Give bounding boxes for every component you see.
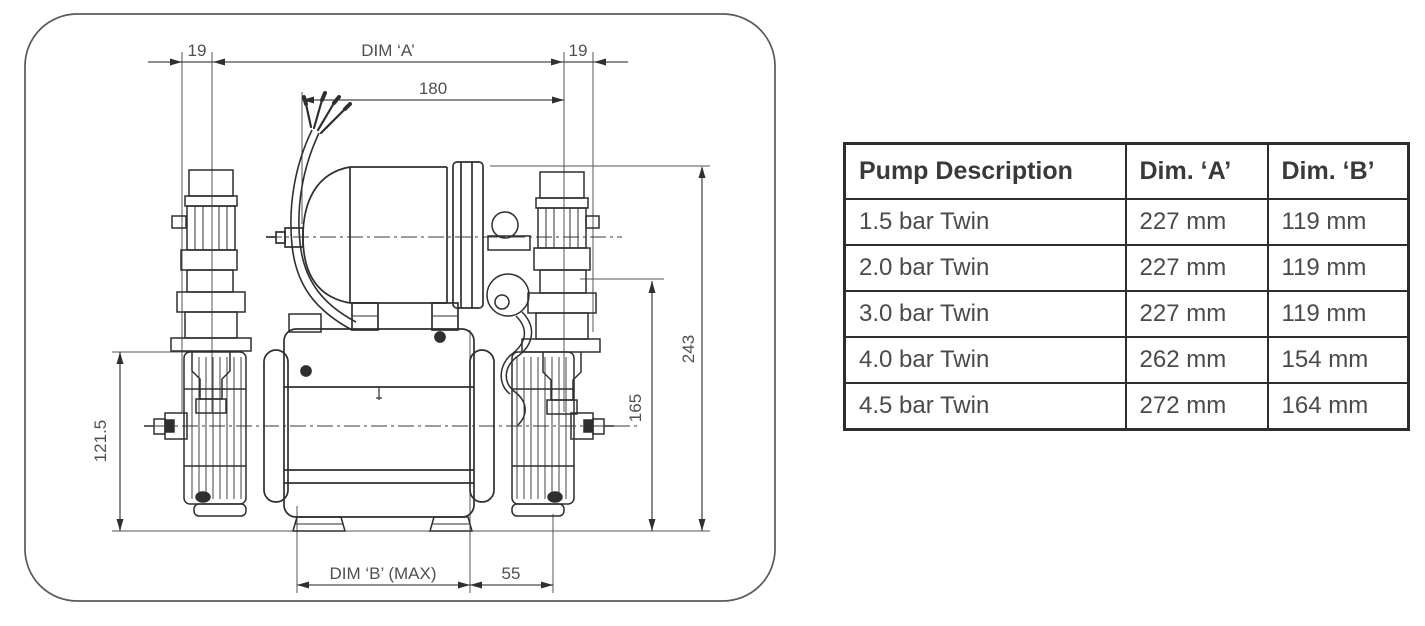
dim-label-inlet-height: 121.5: [91, 420, 110, 463]
right-pump-head: [511, 351, 614, 517]
cell-description: 1.5 bar Twin: [843, 198, 1127, 246]
table-row: 3.0 bar Twin 227 mm 119 mm: [843, 290, 1410, 338]
centre-lines: [155, 236, 638, 427]
cell-dim-a: 262 mm: [1124, 336, 1269, 384]
pump-dimensions-table: Pump Description Dim. ‘A’ Dim. ‘B’ 1.5 b…: [843, 142, 1410, 431]
mounting-feet: [292, 516, 473, 532]
header-dim-b: Dim. ‘B’: [1266, 142, 1410, 200]
dimension-labels: 19 DIM ‘A’ 19 180 243 165 121.5 DIM ‘B’ …: [91, 41, 698, 583]
cell-dim-b: 164 mm: [1266, 382, 1410, 431]
table-row: 4.5 bar Twin 272 mm 164 mm: [843, 382, 1410, 431]
cell-dim-a: 272 mm: [1124, 382, 1269, 431]
pump-technical-drawing: 19 DIM ‘A’ 19 180 243 165 121.5 DIM ‘B’ …: [24, 13, 776, 602]
cell-dim-a: 227 mm: [1124, 244, 1269, 292]
dim-label-outlet-height: 165: [626, 394, 645, 422]
dim-label-left-port-offset: 19: [188, 41, 207, 60]
dim-label-overall-height: 243: [679, 335, 698, 363]
cell-dim-b: 154 mm: [1266, 336, 1410, 384]
dim-label-side-offset: 55: [502, 564, 521, 583]
cell-dim-b: 119 mm: [1266, 198, 1410, 246]
table-row: 2.0 bar Twin 227 mm 119 mm: [843, 244, 1410, 292]
vessel-outline: [266, 161, 484, 331]
cell-description: 4.5 bar Twin: [843, 382, 1127, 431]
cell-dim-a: 227 mm: [1124, 198, 1269, 246]
right-valve-assembly: [486, 171, 601, 426]
left-valve-assembly: [170, 169, 322, 414]
header-pump-description: Pump Description: [843, 142, 1127, 200]
left-pump-head: [144, 351, 247, 517]
table-row: 4.0 bar Twin 262 mm 154 mm: [843, 336, 1410, 384]
dimension-arrowheads: [116, 58, 706, 589]
panel-border: [24, 13, 776, 602]
power-cable: [290, 91, 357, 331]
dim-label-right-port-offset: 19: [569, 41, 588, 60]
cable-wire-strands: [304, 98, 347, 135]
dim-label-body-width: DIM ‘B’ (MAX): [329, 564, 436, 583]
cell-description: 3.0 bar Twin: [843, 290, 1127, 338]
table-row: 1.5 bar Twin 227 mm 119 mm: [843, 198, 1410, 246]
dimension-lines: [119, 61, 703, 586]
dim-label-overall-width: DIM ‘A’: [361, 41, 415, 60]
extension-lines: [112, 52, 710, 593]
cable-wire-tips: [302, 91, 352, 111]
dim-label-tank-width: 180: [419, 79, 447, 98]
drawing-canvas: 19 DIM ‘A’ 19 180 243 165 121.5 DIM ‘B’ …: [24, 13, 776, 602]
motor-body: [263, 328, 495, 518]
header-dim-a: Dim. ‘A’: [1124, 142, 1269, 200]
cell-dim-b: 119 mm: [1266, 290, 1410, 338]
cell-dim-b: 119 mm: [1266, 244, 1410, 292]
table-header-row: Pump Description Dim. ‘A’ Dim. ‘B’: [843, 142, 1410, 200]
cell-description: 4.0 bar Twin: [843, 336, 1127, 384]
cell-description: 2.0 bar Twin: [843, 244, 1127, 292]
cell-dim-a: 227 mm: [1124, 290, 1269, 338]
